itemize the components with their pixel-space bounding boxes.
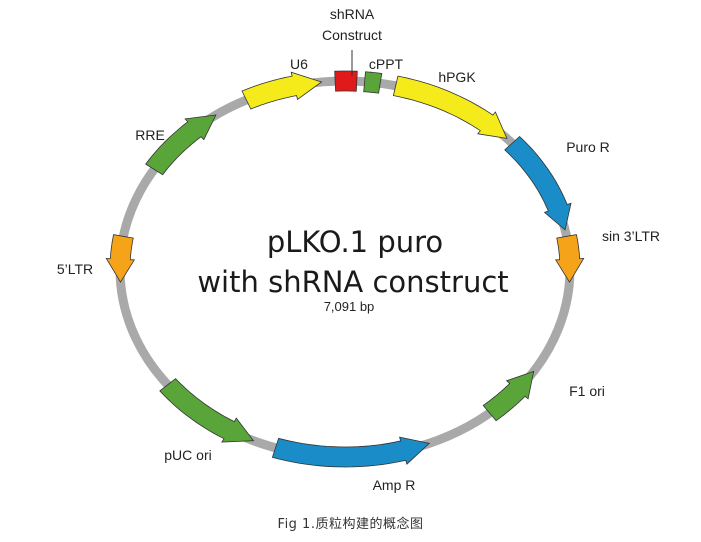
feature-sin-3ltr-arrow [555, 234, 585, 283]
feature-shrna-box [334, 70, 358, 92]
plasmid-title-line1: pLKO.1 puro [267, 225, 443, 259]
label-u6: U6 [290, 56, 308, 72]
label-amp-r: Amp R [373, 477, 416, 493]
label-f1-ori: F1 ori [569, 383, 605, 399]
feature-puc-ori-arrow [159, 378, 255, 443]
feature-puro-r-arrow [504, 135, 572, 231]
figure-caption: Fig 1.质粒构建的概念图 [277, 517, 424, 532]
plasmid-size: 7,091 bp [324, 299, 375, 314]
feature-hpgk-arrow [392, 75, 508, 139]
feature-5ltr-arrow [105, 234, 135, 283]
plasmid-title-line2: with shRNA construct [197, 265, 508, 299]
label-sin-3ltr: sin 3’LTR [602, 228, 660, 244]
label-puc-ori: pUC ori [164, 447, 211, 463]
feature-cppt-box [363, 71, 383, 94]
label-cppt: cPPT [369, 56, 404, 72]
label-5ltr: 5’LTR [57, 261, 93, 277]
feature-rre-arrow [145, 114, 217, 176]
plasmid-map: shRNA Construct U6 cPPT hPGK RRE Puro R … [57, 6, 660, 493]
label-shrna-line2: Construct [322, 27, 382, 43]
feature-layer [105, 70, 585, 468]
label-shrna-line1: shRNA [330, 6, 375, 22]
feature-f1-ori-arrow [482, 370, 535, 422]
label-puro-r: Puro R [566, 139, 610, 155]
feature-u6-arrow [241, 71, 323, 110]
feature-amp-r-arrow [271, 436, 431, 468]
label-hpgk: hPGK [438, 69, 476, 85]
label-rre: RRE [135, 127, 165, 143]
